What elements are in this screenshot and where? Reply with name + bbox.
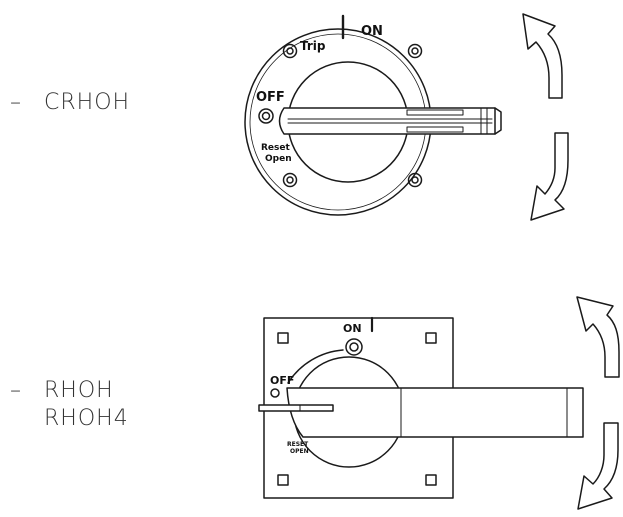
model-name: CRHOH xyxy=(44,90,131,115)
dash: – xyxy=(10,90,22,115)
rhoh-dial-arc xyxy=(287,349,344,384)
model-label-rhoh4: RHOH4 xyxy=(44,404,129,434)
model-label-rhoh: –RHOH xyxy=(10,376,114,406)
model-name: RHOH4 xyxy=(44,406,129,431)
crhoh-open-label: Open xyxy=(265,154,292,164)
rhoh-rotate-up-arrow xyxy=(576,296,620,378)
rhoh-open-label: OPEN xyxy=(290,448,309,455)
crhoh-handle-lever xyxy=(278,107,502,135)
crhoh-screw-bottom-left xyxy=(282,172,298,188)
rhoh-on-indicator xyxy=(345,338,363,356)
crhoh-markings: Trip ON OFF Reset Open xyxy=(256,24,383,164)
crhoh-screw-top-left xyxy=(282,43,298,59)
rhoh-reset-label: RESET xyxy=(287,441,309,448)
rhoh-markings: ON OFF RESET OPEN xyxy=(270,322,362,455)
rhoh-hole-bottom-right xyxy=(425,474,437,486)
crhoh-trip-label: Trip xyxy=(300,39,326,53)
model-label-crhoh: –CRHOH xyxy=(10,88,130,118)
crhoh-on-label: ON xyxy=(361,24,383,39)
crhoh-rotate-down-arrow xyxy=(530,132,569,221)
crhoh-screw-bottom-right xyxy=(407,172,423,188)
rhoh-off-indicator xyxy=(270,388,280,398)
rhoh-rotate-down-arrow xyxy=(577,422,619,510)
rhoh-hole-top-right xyxy=(425,332,437,344)
crhoh-rotate-up-arrow xyxy=(522,13,563,99)
rhoh-handle-lever xyxy=(286,387,584,438)
rhoh-lock-tab xyxy=(258,404,334,412)
crhoh-off-indicator xyxy=(258,108,274,124)
crhoh-reset-label: Reset xyxy=(261,143,290,153)
dash: – xyxy=(10,378,22,403)
rhoh-hole-top-left xyxy=(277,332,289,344)
crhoh-handle-assembly xyxy=(244,14,502,216)
model-name: RHOH xyxy=(44,378,114,403)
rhoh-on-label: ON xyxy=(343,322,362,335)
rhoh-handle-assembly xyxy=(258,316,584,499)
crhoh-off-label: OFF xyxy=(256,90,285,105)
crhoh-screw-top-right xyxy=(407,43,423,59)
rhoh-off-label: OFF xyxy=(270,374,294,387)
rhoh-hole-bottom-left xyxy=(277,474,289,486)
